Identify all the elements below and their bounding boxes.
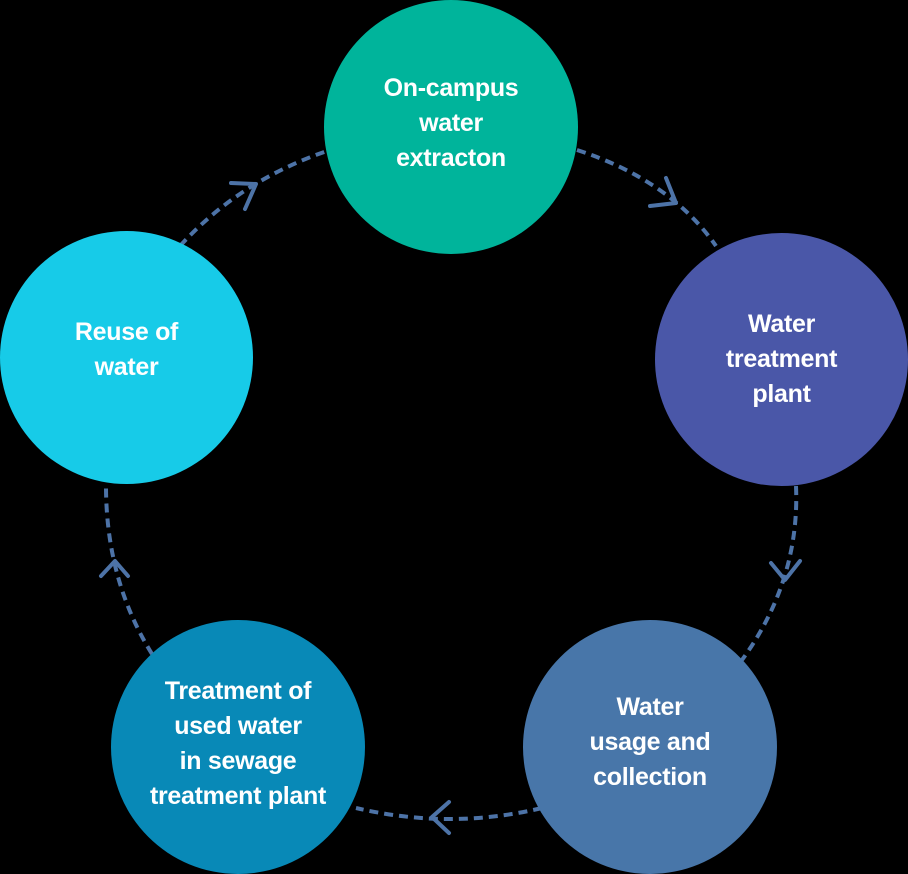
arrow-reuse-to-extraction — [229, 181, 258, 211]
edge-extraction-to-treatment — [576, 148, 718, 248]
arrow-treatment-to-usage — [769, 559, 802, 582]
node-label: Water usage and collection — [589, 692, 711, 791]
node-label: Treatment of used water in sewage treatm… — [149, 677, 327, 810]
node-label: Reuse of water — [74, 317, 179, 381]
node-on-campus-water-extraction: On-campus water extracton — [324, 0, 578, 254]
node-water-usage-and-collection: Water usage and collection — [523, 620, 777, 874]
node-sewage-treatment: Treatment of used water in sewage treatm… — [111, 620, 365, 874]
arrow-usage-to-sewage — [430, 800, 451, 835]
arrow-sewage-to-reuse — [99, 559, 130, 578]
node-reuse-of-water: Reuse of water — [0, 231, 253, 484]
node-label: Water treatment plant — [725, 310, 838, 408]
edge-reuse-to-extraction — [178, 148, 331, 248]
arrow-extraction-to-treatment — [648, 176, 678, 208]
node-label: On-campus water extracton — [383, 73, 519, 172]
edge-sewage-to-reuse — [104, 485, 154, 656]
edge-usage-to-sewage — [355, 806, 543, 821]
node-water-treatment-plant: Water treatment plant — [655, 233, 908, 486]
